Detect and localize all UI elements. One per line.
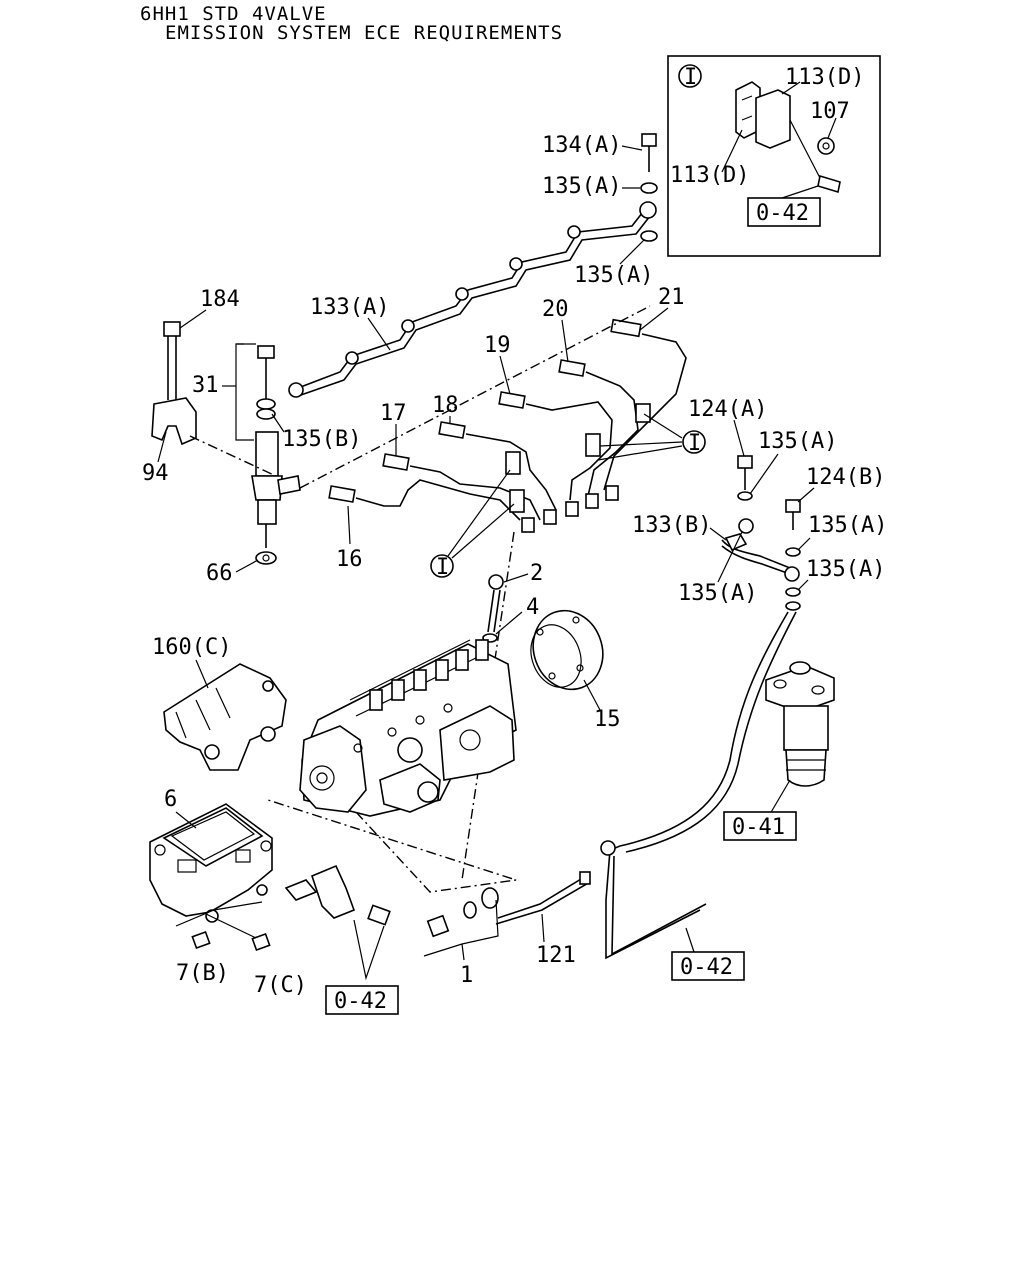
header-model: 6HH1 STD 4VALVE: [140, 3, 327, 25]
callout-135a-r3: 135(A): [806, 557, 885, 582]
callout-124b: 124(B): [806, 465, 885, 490]
injection-pipes: [328, 318, 687, 533]
callout-133b: 133(B): [632, 513, 711, 538]
marker-circle-left: [430, 554, 454, 578]
callout-16: 16: [336, 547, 363, 572]
callout-66: 66: [206, 561, 233, 586]
callout-18: 18: [432, 393, 459, 418]
callout-121: 121: [536, 943, 576, 968]
callout-94: 94: [142, 461, 169, 486]
callout-184: 184: [200, 287, 240, 312]
pipe-121: [426, 871, 591, 938]
callout-124a: 124(A): [688, 397, 767, 422]
injector-clamp-icon: [151, 397, 197, 446]
callout-160c: 160(C): [152, 635, 231, 660]
ref-042-bottom: 0-42: [680, 955, 733, 980]
ref-041: 0-41: [732, 815, 785, 840]
callout-15: 15: [594, 707, 621, 732]
ref-box-inset: [747, 197, 821, 227]
inset-callout-113d-top: 113(D): [785, 65, 864, 90]
callout-20: 20: [542, 297, 569, 322]
bolt-icon: [817, 174, 841, 194]
washer-icon: [255, 551, 277, 565]
inset-callout-107: 107: [810, 99, 850, 124]
governor-cover-icon: [530, 609, 604, 691]
ref-box-042-bottom: [671, 951, 745, 981]
ref-box-041: [723, 811, 797, 841]
marker-circle-right: [682, 430, 706, 454]
leak-off-pipe: [288, 133, 658, 398]
injector-assembly: [151, 321, 301, 565]
control-unit-bracket-icon: [149, 803, 273, 923]
ref-042-left: 0-42: [334, 989, 387, 1014]
callout-1: 1: [460, 963, 473, 988]
clamp-piece-icon: [755, 89, 791, 149]
callout-135a-upper: 135(A): [542, 174, 621, 199]
return-pipe: [721, 455, 801, 611]
inset-detail: I 113(D) 107 113(D) 0-42: [667, 55, 881, 257]
callout-133a: 133(A): [310, 295, 389, 320]
inset-marker-circle: [678, 64, 702, 88]
callout-135a-r1: 135(A): [758, 429, 837, 454]
fuel-filter-icon: [765, 661, 835, 787]
callout-21: 21: [658, 285, 685, 310]
callout-134a: 134(A): [542, 133, 621, 158]
marker-right: I: [688, 431, 701, 456]
bracket-icon: [163, 663, 287, 771]
callout-31: 31: [192, 373, 219, 398]
ref-box-042-left: [325, 985, 399, 1015]
callout-135a-r2: 135(A): [808, 513, 887, 538]
callout-17: 17: [380, 401, 407, 426]
injection-pump-icon: [299, 639, 517, 817]
inset-callout-113d-left: 113(D): [670, 163, 749, 188]
callout-6: 6: [164, 787, 177, 812]
inset-marker: I: [684, 65, 697, 90]
injector-icon: [255, 431, 279, 477]
callout-4: 4: [526, 595, 539, 620]
callout-19: 19: [484, 333, 511, 358]
ref-inset: 0-42: [756, 201, 809, 226]
callout-7b: 7(B): [176, 961, 229, 986]
callout-135a-r4: 135(A): [678, 581, 757, 606]
callout-135b: 135(B): [282, 427, 361, 452]
nut-icon: [817, 137, 835, 155]
header-title: EMISSION SYSTEM ECE REQUIREMENTS: [165, 22, 563, 44]
callout-7c: 7(C): [254, 973, 307, 998]
sensor-icon: [284, 864, 391, 926]
callout-135a-lower: 135(A): [574, 263, 653, 288]
callout-2: 2: [530, 561, 543, 586]
marker-left: I: [436, 555, 449, 580]
